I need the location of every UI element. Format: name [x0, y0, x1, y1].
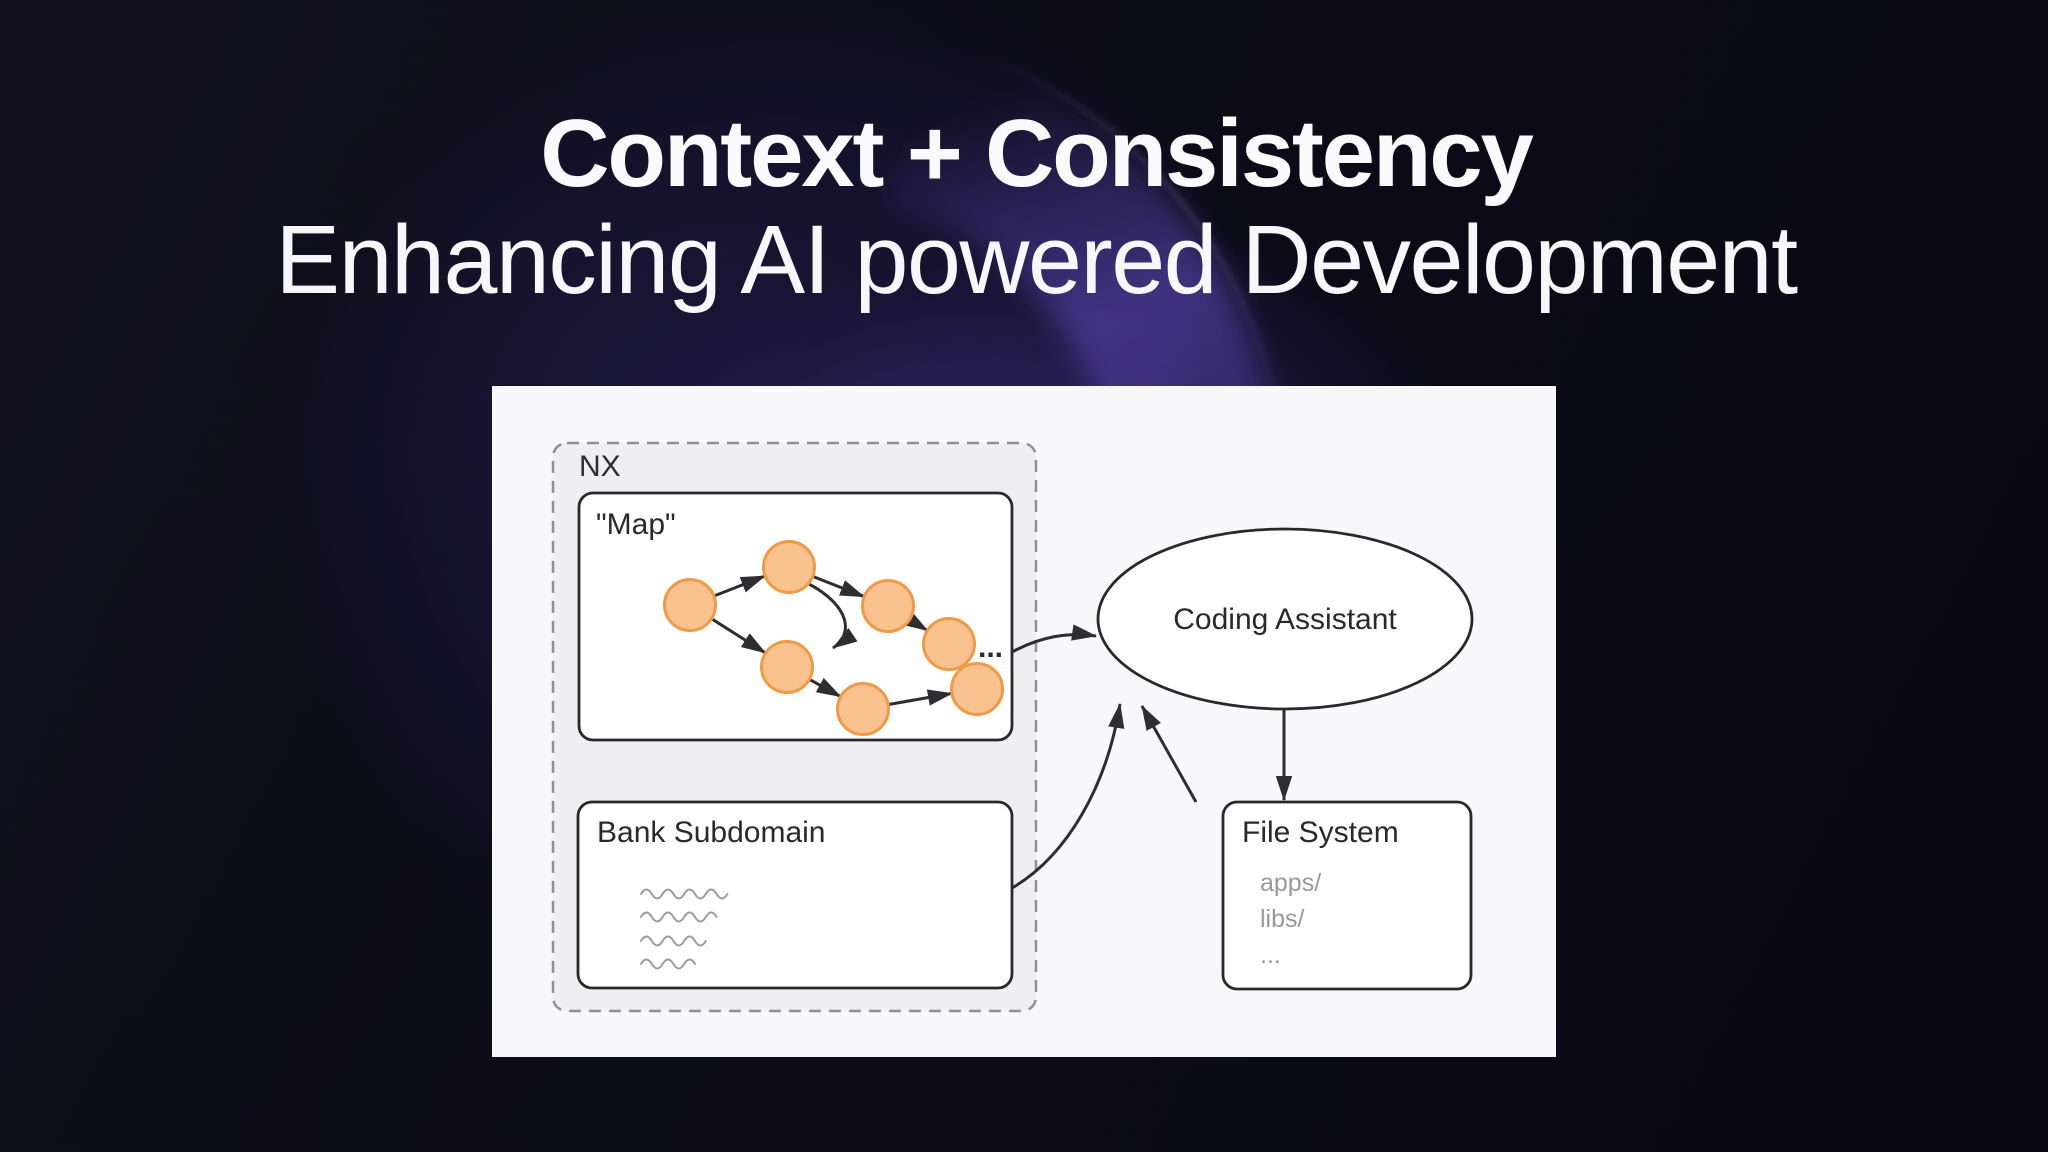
file-system-entries: apps/ libs/ ... — [1260, 869, 1321, 969]
graph-node — [950, 662, 1004, 716]
file-entry: libs/ — [1260, 905, 1305, 933]
file-system-box — [1221, 800, 1473, 991]
architecture-diagram: NX "Map" ... Bank Subdomain — [551, 441, 1474, 1013]
arrow-filesystem-to-assistant — [1140, 705, 1198, 803]
squiggle-line — [640, 911, 718, 923]
coding-assistant-label: Coding Assistant — [1173, 603, 1397, 636]
squiggle-line — [640, 888, 729, 900]
squiggle-line — [640, 958, 696, 970]
file-entry: ... — [1260, 941, 1281, 969]
edge-e-f — [808, 677, 842, 699]
nx-label: NX — [579, 450, 621, 483]
edge-a-e — [710, 617, 767, 655]
edge-b-e — [808, 582, 858, 650]
map-box — [577, 491, 1014, 742]
edge-b-c — [812, 575, 866, 599]
slide-title: Context + Consistency — [540, 100, 1534, 207]
bank-squiggles — [640, 888, 729, 970]
graph-nodes — [663, 540, 1004, 736]
graph-node — [663, 578, 717, 632]
arrow-bank-to-assistant — [1011, 703, 1125, 890]
graph-edges — [710, 574, 953, 707]
graph-node — [762, 540, 816, 594]
map-ellipsis: ... — [978, 631, 1003, 664]
bank-subdomain-box — [576, 800, 1014, 990]
slide-subtitle: Enhancing AI powered Development — [275, 205, 1798, 314]
graph-node — [760, 640, 814, 694]
edge-c-d — [902, 610, 929, 632]
diagram-panel: NX "Map" ... Bank Subdomain — [492, 386, 1556, 1057]
graph-node — [922, 617, 976, 671]
edge-a-b — [713, 574, 766, 598]
graph-node — [861, 579, 915, 633]
squiggle-line — [640, 935, 707, 947]
arrow-map-to-assistant — [1011, 624, 1097, 654]
file-entry: apps/ — [1260, 869, 1321, 897]
connector-arrows — [1011, 624, 1293, 890]
edge-f-g — [887, 689, 953, 707]
map-label: "Map" — [596, 508, 676, 541]
graph-node — [836, 682, 890, 736]
bank-subdomain-label: Bank Subdomain — [597, 816, 826, 849]
file-system-label: File System — [1242, 816, 1399, 849]
